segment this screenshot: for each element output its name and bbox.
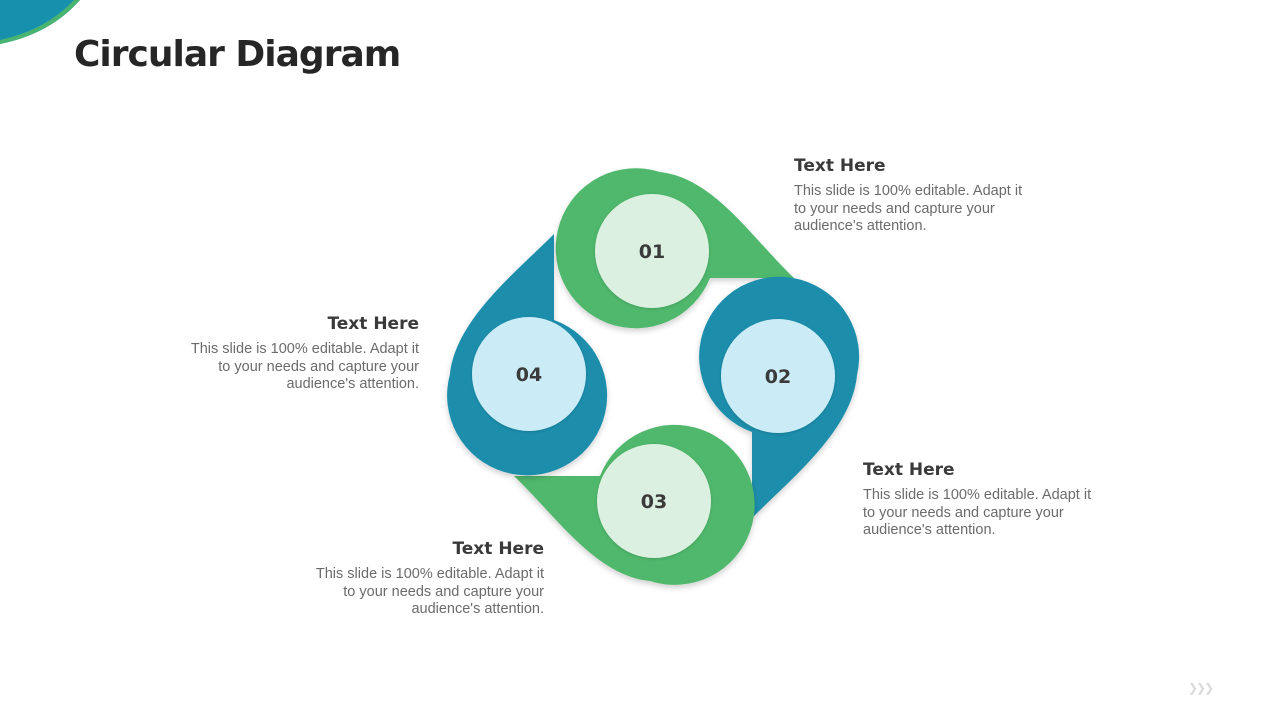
corner-accent-shape — [0, 0, 80, 44]
step-number-04: 04 — [516, 364, 542, 386]
text-block-03-body: This slide is 100% editable. Adapt it to… — [315, 566, 544, 617]
petal-01: 01 — [555, 168, 794, 329]
text-block-03-heading: Text Here — [452, 539, 544, 559]
text-block-02: Text Here This slide is 100% editable. A… — [863, 460, 1093, 540]
petal-02: 02 — [699, 276, 860, 518]
slide-title: Circular Diagram — [74, 34, 401, 75]
petal-03: 03 — [514, 424, 755, 585]
text-block-01-body: This slide is 100% editable. Adapt it to… — [794, 183, 1023, 234]
petal-02-inner-circle — [721, 319, 835, 433]
petal-01-inner-circle — [595, 194, 709, 308]
text-block-01-heading: Text Here — [794, 156, 886, 176]
text-block-04-heading: Text Here — [327, 314, 419, 334]
step-number-03: 03 — [641, 491, 667, 513]
text-block-01: Text Here This slide is 100% editable. A… — [794, 156, 1024, 236]
text-block-04-body: This slide is 100% editable. Adapt it to… — [190, 341, 419, 392]
chevrons-right-icon[interactable]: ❯❯❯ — [1188, 681, 1214, 695]
petal-03-inner-circle — [597, 444, 711, 558]
step-number-01: 01 — [639, 241, 665, 263]
text-block-03: Text Here This slide is 100% editable. A… — [314, 539, 544, 619]
petal-04-inner-circle — [472, 317, 586, 431]
petal-04: 04 — [447, 234, 608, 476]
step-number-02: 02 — [765, 366, 791, 388]
text-block-04: Text Here This slide is 100% editable. A… — [189, 314, 419, 394]
text-block-02-body: This slide is 100% editable. Adapt it to… — [863, 487, 1092, 538]
text-block-02-heading: Text Here — [863, 460, 955, 480]
